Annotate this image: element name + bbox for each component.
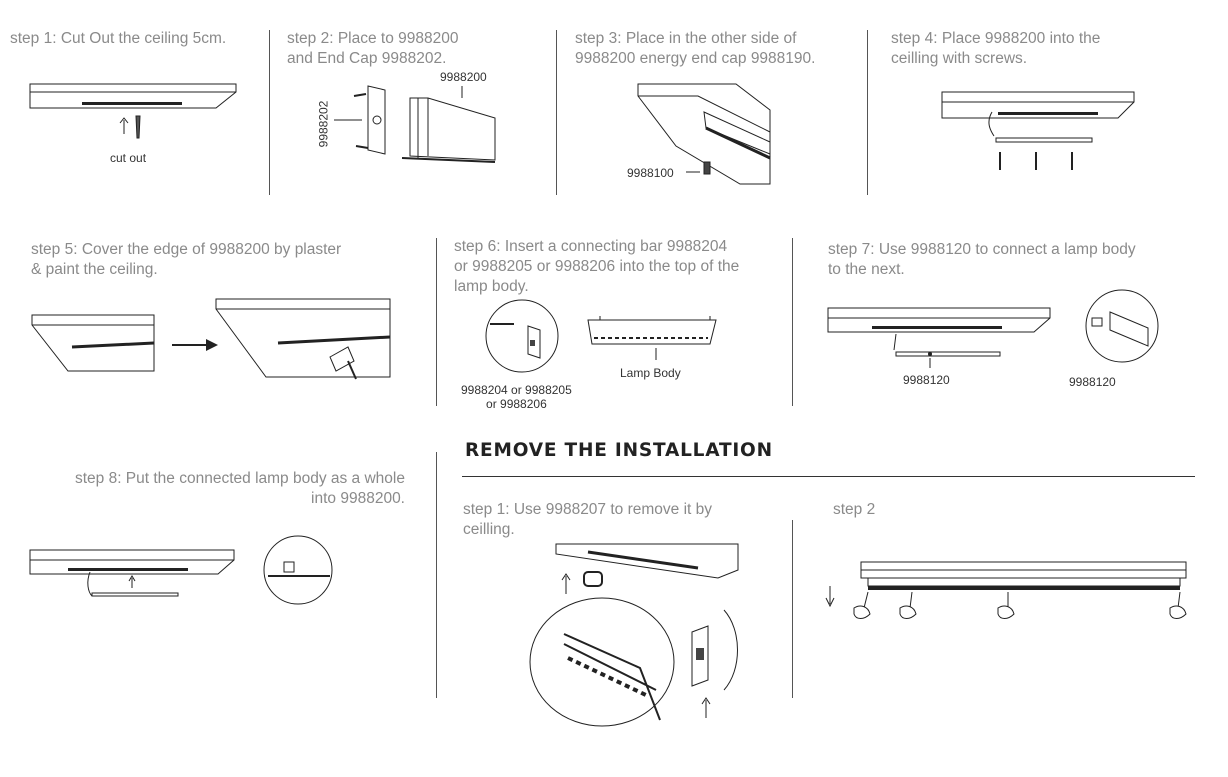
separator-6-7 xyxy=(792,238,793,406)
step-4-text: step 4: Place 9988200 into the ceilling … xyxy=(891,30,1101,67)
remove-installation-heading: REMOVE THE INSTALLATION xyxy=(465,440,773,461)
step-7-illustration xyxy=(826,288,1166,378)
step-4-illustration xyxy=(940,90,1140,170)
step-8-illustration xyxy=(28,540,348,610)
connecting-bars-label: 9988204 or 9988205 or 9988206 xyxy=(461,383,572,411)
separator-5-6 xyxy=(436,238,437,406)
separator-8-remove xyxy=(436,452,437,698)
cut-out-label: cut out xyxy=(110,151,147,165)
remove-step-2-illustration xyxy=(824,556,1194,636)
step-2-text: step 2: Place to 9988200 and End Cap 998… xyxy=(287,30,459,67)
separator-remove-1-2 xyxy=(792,520,793,698)
step-8-text: step 8: Put the connected lamp body as a… xyxy=(74,470,405,507)
part-9988100-label: 9988100 xyxy=(627,166,674,180)
connector-9988120-label-a: 9988120 xyxy=(903,373,950,387)
step-1-text: step 1: Cut Out the ceiling 5cm. xyxy=(10,30,227,47)
separator-3-4 xyxy=(867,30,868,195)
step-5-text: step 5: Cover the edge of 9988200 by pla… xyxy=(31,241,342,278)
remove-step-1-illustration xyxy=(528,540,748,730)
step-3-illustration xyxy=(636,82,776,187)
step-3-text: step 3: Place in the other side of 99882… xyxy=(575,30,816,67)
connector-9988120-label-b: 9988120 xyxy=(1069,375,1116,389)
separator-2-3 xyxy=(556,30,557,195)
remove-step-2-text: step 2 xyxy=(833,501,876,518)
step-5-illustration xyxy=(30,295,400,385)
step-1-illustration xyxy=(20,78,245,168)
remove-heading-rule xyxy=(462,476,1195,477)
step-6-text: step 6: Insert a connecting bar 9988204 … xyxy=(454,238,740,295)
step-7-text: step 7: Use 9988120 to connect a lamp bo… xyxy=(828,241,1136,278)
track-9988200-label: 9988200 xyxy=(440,70,487,84)
end-cap-9988202-label: 9988202 xyxy=(316,100,331,148)
lamp-body-label: Lamp Body xyxy=(620,366,681,380)
step-2-illustration xyxy=(330,80,500,165)
separator-1-2 xyxy=(269,30,270,195)
step-6-illustration xyxy=(484,298,729,388)
remove-step-1-text: step 1: Use 9988207 to remove it by ceil… xyxy=(463,501,713,538)
